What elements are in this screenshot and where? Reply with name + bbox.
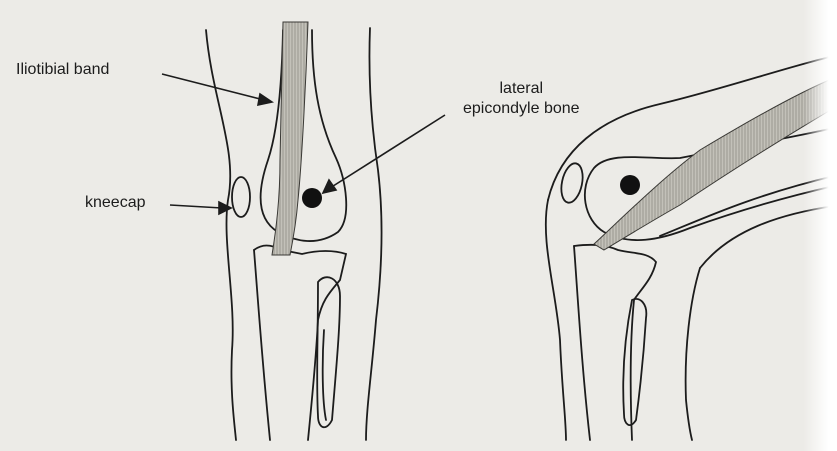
label-lateral-epicondyle: lateral epicondyle bone [463,79,580,119]
tibia-inner [254,250,270,440]
label-iliotibial-band: Iliotibial band [16,60,109,80]
kneecap-shape [232,177,250,217]
arrow-iliotibial-head [258,94,272,105]
arrow-kneecap [170,205,222,208]
iliotibial-band-side [594,78,834,250]
fibula-inner [323,330,326,420]
label-lateral-line2: epicondyle bone [463,99,580,119]
arrow-lateral-head [323,180,336,193]
kneecap-side-shape [558,161,586,204]
lateral-epicondyle-dot-side [620,175,640,195]
leg-outline-right [366,28,382,440]
iliotibial-band-front [272,22,308,255]
arrow-kneecap-head [219,202,231,214]
tibia-side-inner [574,246,590,440]
arrow-lateral-epicondyle [330,115,445,188]
fibula-outline [317,277,340,427]
calf-outline [686,268,700,440]
knee-back-contour [700,206,834,268]
lateral-epicondyle-dot [302,188,322,208]
fibula-side [623,299,646,425]
shin-outline-front [546,200,566,440]
label-kneecap: kneecap [85,193,146,213]
label-lateral-line1: lateral [463,79,580,99]
